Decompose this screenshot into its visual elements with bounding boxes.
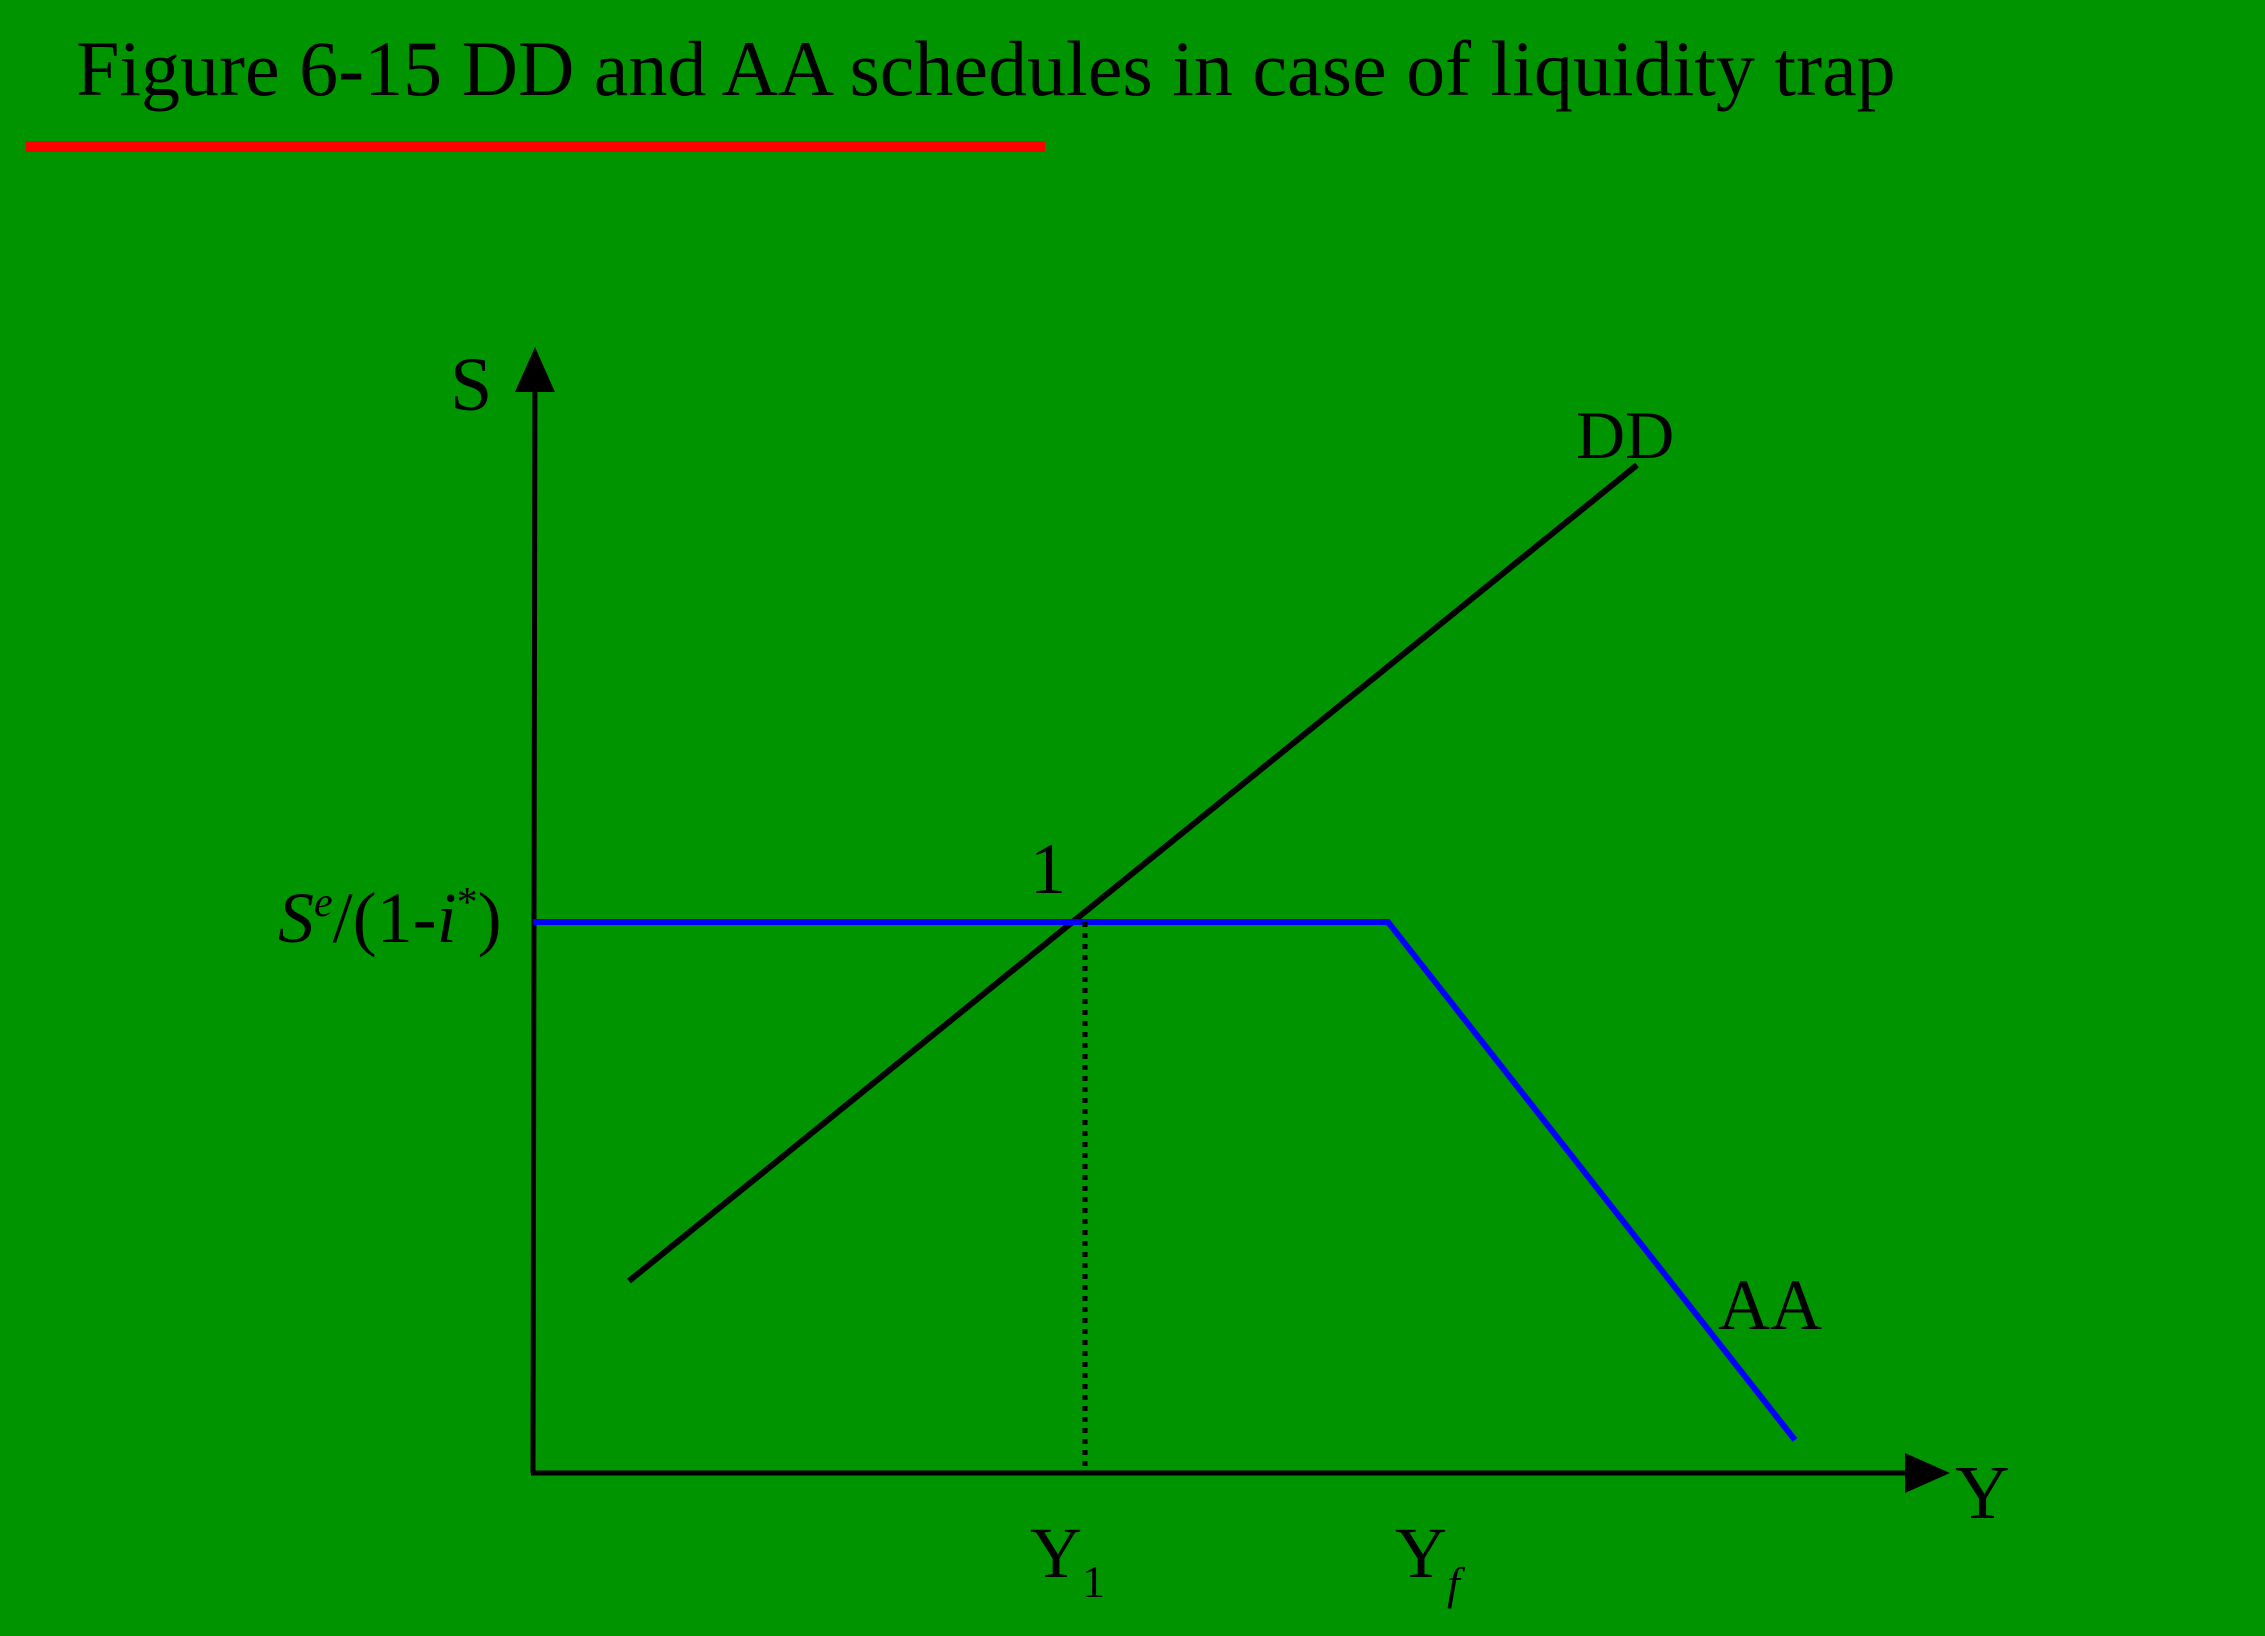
s-level-label: Se/(1-i*): [278, 878, 502, 958]
aa-curve: [533, 919, 1798, 1442]
s-level-star: *: [457, 880, 478, 926]
s-level-mid: /(1-: [333, 878, 437, 958]
y-axis: [514, 347, 555, 1474]
figure-title: Figure 6-15 DD and AA schedules in case …: [76, 25, 1896, 112]
yf-base: Y: [1395, 1513, 1447, 1593]
dd-curve: [627, 462, 1639, 1284]
y1-base: Y: [1030, 1513, 1082, 1593]
x-axis-label: Y: [1955, 1451, 2010, 1535]
yf-label: Yf: [1395, 1513, 1466, 1609]
title-underline: [26, 141, 1045, 152]
yf-sub: f: [1447, 1558, 1466, 1609]
aa-label: AA: [1718, 1265, 1822, 1345]
s-level-base: S: [278, 878, 314, 958]
y1-sub: 1: [1082, 1556, 1105, 1607]
s-level-i: i: [437, 878, 457, 958]
y-axis-label: S: [450, 343, 492, 427]
dd-label: DD: [1576, 397, 1674, 473]
s-level-close: ): [478, 878, 502, 958]
y1-label: Y1: [1030, 1513, 1105, 1607]
equilibrium-label: 1: [1030, 829, 1066, 909]
s-level-sup: e: [314, 880, 333, 926]
